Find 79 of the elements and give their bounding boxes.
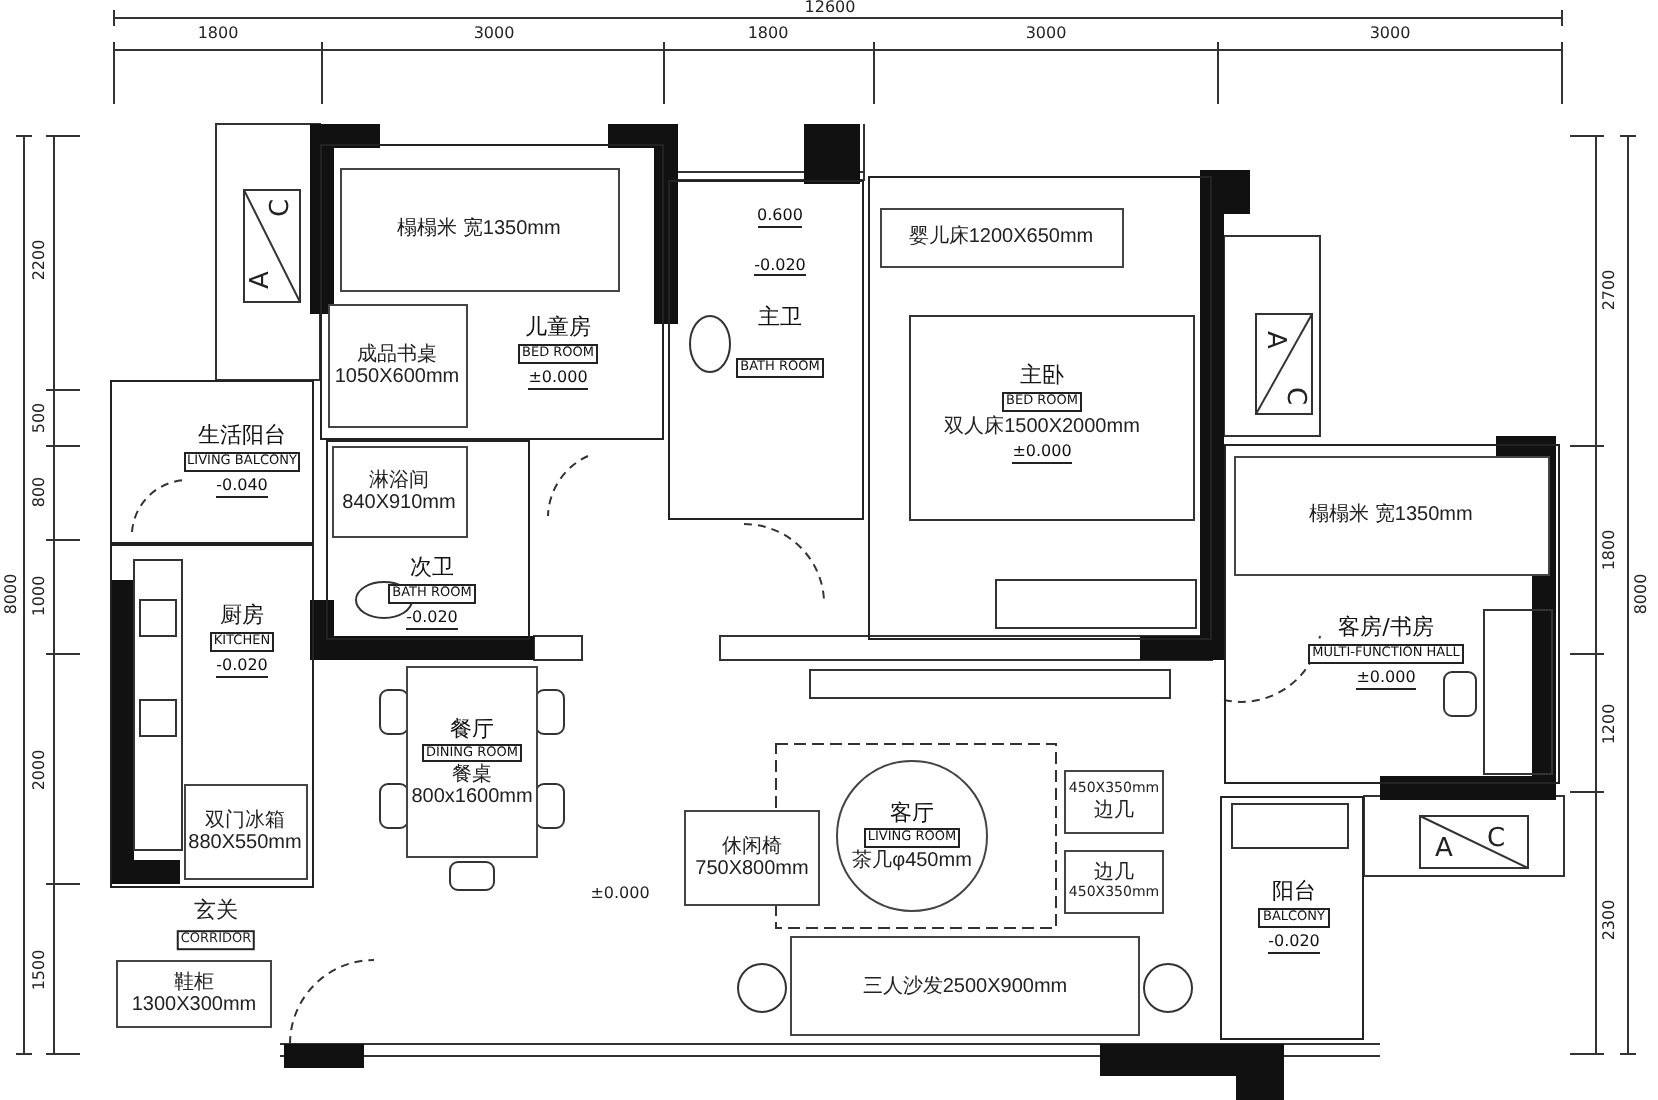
dimension-text: 2200 [30,239,50,281]
room-name: 客房/书房 [1338,614,1434,641]
furniture-label: 淋浴间 840X910mm [340,469,458,513]
room-name: 客厅 [890,800,934,827]
desk-outline [327,303,467,427]
furniture-label: 婴儿床1200X650mm [908,226,1094,248]
floor-level: ±0.000 [528,367,588,390]
floor-level: -0.020 [754,255,806,277]
dimension-text: 8000 [1632,573,1652,615]
furniture-label: 双人床1500X2000mm [944,415,1140,438]
armchair-outline [684,810,820,906]
ac-unit-letter: A [1258,331,1290,349]
furniture-label: 榻榻米 宽1350mm [1309,504,1473,526]
dimension-text: 1800 [747,24,789,44]
floor-level: -0.040 [216,475,268,498]
ac-unit-letter: A [1435,834,1453,866]
ac-unit-letter: C [266,198,298,218]
furniture-label: 边几 [1094,799,1134,822]
room-outline [326,440,530,640]
room-outline [110,544,314,888]
room-outline [320,144,664,440]
room-name: 儿童房 [525,314,591,341]
room-outline [1224,444,1560,784]
room-name: 生活阳台 [198,422,286,449]
dimension-text: 1800 [1600,529,1620,571]
furniture-label: 餐桌 800x1600mm [410,764,534,809]
ac-unit-letter: A [246,271,278,289]
dimension-text: 3000 [1025,24,1067,44]
dimension-text: 3000 [1369,24,1411,44]
furniture-label: 边几 [1094,862,1134,885]
dimension-text: 12600 [804,0,856,18]
room-outline [868,176,1212,640]
side-table [1064,850,1164,914]
furniture-label: 茶几φ450mm [852,849,972,872]
shower-outline [331,445,467,537]
room-name: 主卧 [1020,362,1064,389]
dimension-text: 500 [30,402,50,434]
ac-unit-letter: C [1278,386,1310,406]
ac-unit-letter: C [1486,824,1506,856]
tatami-outline [1233,455,1549,575]
dimension-text: 3000 [473,24,515,44]
crib-outline [879,207,1123,267]
furniture-label: 成品书桌 1050X600mm [332,343,462,387]
floor-level: ±0.000 [590,884,650,904]
room-name: 阳台 [1272,878,1316,905]
dimension-text: 8000 [2,573,22,615]
room-name: 次卫 [410,554,454,581]
shoe-cabinet [116,960,272,1028]
room-name: 玄关 [194,896,238,924]
dimension-text: 1200 [1600,703,1620,745]
furniture-label: 休闲椅 750X800mm [693,836,811,880]
dimension-text: 2000 [30,749,50,791]
floor-level: -0.020 [406,607,458,630]
floor-level: ±0.000 [1356,667,1416,690]
furniture-label: 鞋柜 1300X300mm [129,972,259,1016]
floor-level: -0.020 [216,655,268,678]
room-name: 主卫 [758,304,802,331]
room-name: 厨房 [220,602,264,629]
furniture-label: 榻榻米 宽1350mm [397,218,561,240]
side-table [1064,770,1164,834]
room-outline [1220,796,1364,1040]
floor-level: ±0.000 [1012,441,1072,464]
dimension-text: 2300 [1600,899,1620,941]
room-outline [110,380,314,544]
dimension-text: 800 [30,476,50,508]
fridge-outline [183,783,307,879]
dimension-text: 2700 [1600,269,1620,311]
dimension-text: 1800 [197,24,239,44]
floor-level: -0.020 [1268,931,1320,954]
furniture-label: 三人沙发2500X900mm [862,975,1068,997]
room-name: 餐厅 [450,715,494,742]
bed-outline [339,167,619,291]
floor-level: 0.600 [757,206,803,228]
room-outline [668,180,864,520]
furniture-label: 双门冰箱 880X550mm [187,809,303,853]
sofa-outline [790,936,1140,1036]
dimension-text: 1000 [30,575,50,617]
dining-table [406,666,538,858]
dimension-text: 1500 [30,949,50,991]
